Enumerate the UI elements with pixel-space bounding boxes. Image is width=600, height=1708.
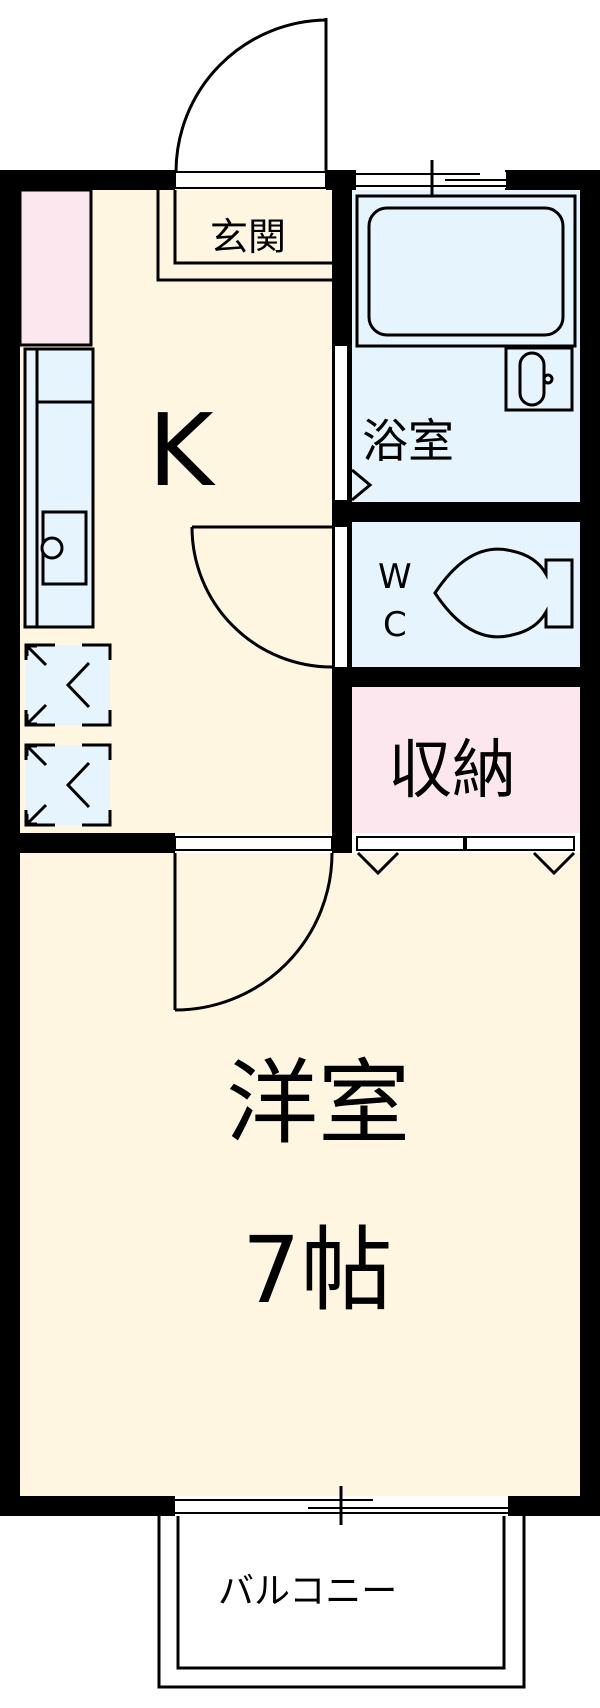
western-room-area	[20, 853, 580, 1496]
wall-wc-storage	[332, 667, 600, 687]
bath-window	[356, 160, 506, 197]
kitchen-label: K	[148, 392, 216, 509]
bathtub	[355, 194, 577, 348]
wall-bath-wc	[332, 502, 600, 522]
wc-label-w: W	[378, 557, 412, 597]
wall-top-right	[505, 170, 600, 190]
storage-label: 収納	[388, 734, 516, 808]
balcony	[157, 1516, 526, 1689]
entrance-label: 玄関	[210, 215, 286, 259]
wall-right	[580, 170, 600, 1516]
western-room-size: 7帖	[242, 1217, 393, 1324]
stove-icon	[40, 536, 64, 560]
bath-door	[335, 346, 373, 502]
wall-bottom-left	[0, 1496, 175, 1516]
wall-mid-horizontal	[0, 833, 175, 853]
storage-area	[352, 687, 580, 833]
room-fills	[18, 188, 580, 1496]
bath-label: 浴室	[362, 414, 454, 468]
wc-door	[190, 525, 347, 669]
balcony-window	[175, 1486, 508, 1525]
walls	[0, 170, 600, 1516]
fridge-space	[18, 188, 93, 347]
entrance-door	[174, 18, 328, 189]
closet-doors	[356, 836, 576, 876]
western-room-label: 洋室	[226, 1050, 410, 1157]
entrance-step	[156, 190, 332, 282]
wall-top-left	[0, 170, 175, 190]
washer-space-icon	[24, 643, 112, 827]
wash-basin	[504, 346, 574, 412]
kitchen-counter	[23, 347, 95, 629]
toilet-bowl	[433, 547, 574, 639]
wc-label-c: C	[383, 605, 407, 645]
wall-bottom-right	[508, 1496, 600, 1516]
room-door	[173, 836, 334, 1012]
balcony-label: バルコニー	[218, 1571, 397, 1612]
